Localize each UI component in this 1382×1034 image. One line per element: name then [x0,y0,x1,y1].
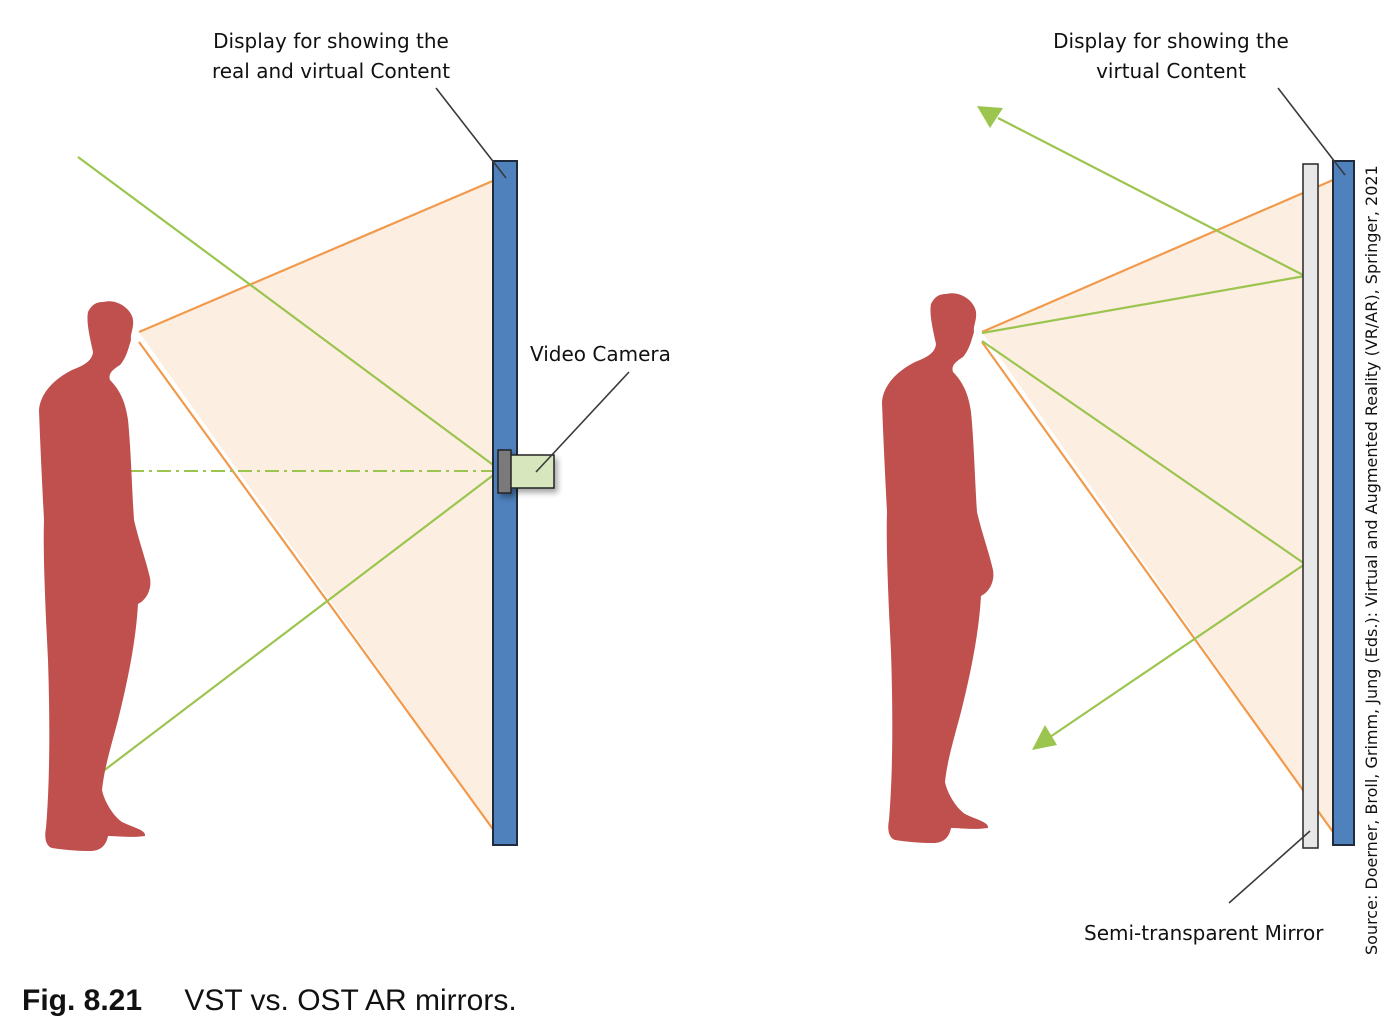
vst-display-label: Display for showing the real and virtual… [196,26,466,86]
ost-person-silhouette [882,293,994,843]
ost-ray-lower-out [1049,563,1306,738]
figure-number: Fig. 8.21 [22,984,143,1017]
camera-leader [535,371,630,473]
ost-display-label: Display for showing the virtual Content [1036,26,1306,86]
ost-display-leader [1277,87,1346,176]
vst-ray-upper [77,156,501,471]
ost-ray-upper-out [997,117,1306,277]
vst-display [492,160,518,846]
video-camera [497,449,555,494]
vst-person-silhouette [39,301,151,851]
ost-display-label-line-1: Display for showing the [1053,29,1289,53]
mirror-label: Semi-transparent Mirror [1084,921,1324,945]
semi-transparent-mirror [1302,163,1319,849]
figure-caption-text: VST vs. OST AR mirrors. [184,984,517,1017]
vst-frustum-bottom-edge [138,341,496,833]
ost-arrowhead-lower [1032,725,1057,750]
source-citation: Source: Doerner, Broll, Grimm, Jung (Eds… [1362,165,1381,955]
ost-display [1332,160,1355,846]
ost-frustum-top-edge [981,178,1334,334]
mirror-leader [1228,830,1311,904]
vst-display-leader [435,87,507,179]
vst-display-label-line-1: Display for showing the [213,29,449,53]
ost-frustum-bottom-edge [981,341,1334,833]
ost-eye-frustum [982,180,1333,832]
ost-arrowhead-upper [977,106,1003,128]
vst-camera-frustum [139,180,495,832]
vst-frustum-top-edge [138,178,496,334]
video-camera-label: Video Camera [530,342,671,366]
figure-caption: Fig. 8.21 VST vs. OST AR mirrors. [22,984,517,1018]
ost-ray-lower-in [981,340,1306,565]
ost-ray-upper-in [981,274,1306,335]
camera-lens [497,449,512,494]
vst-ray-lower [101,469,501,773]
vst-display-label-line-2: real and virtual Content [211,59,451,83]
ost-display-label-line-2: virtual Content [1096,59,1246,83]
